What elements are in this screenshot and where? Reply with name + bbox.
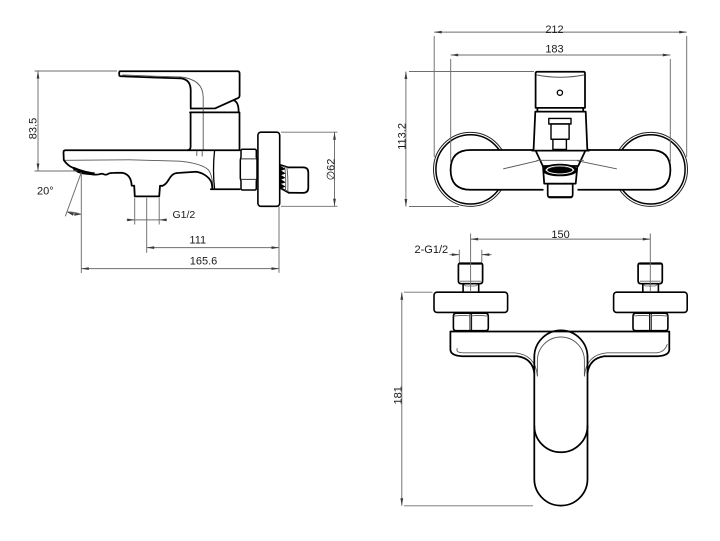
svg-text:183: 183 bbox=[545, 43, 563, 55]
svg-text:G1/2: G1/2 bbox=[173, 209, 196, 221]
svg-text:212: 212 bbox=[545, 24, 563, 36]
svg-text:150: 150 bbox=[551, 229, 569, 241]
svg-text:83.5: 83.5 bbox=[28, 118, 40, 139]
svg-text:113.2: 113.2 bbox=[397, 123, 409, 150]
svg-text:20°: 20° bbox=[37, 186, 54, 198]
svg-text:165.6: 165.6 bbox=[190, 255, 218, 267]
svg-text:2-G1/2: 2-G1/2 bbox=[415, 244, 449, 256]
svg-text:181: 181 bbox=[393, 386, 405, 404]
svg-text:111: 111 bbox=[189, 234, 206, 246]
svg-text:∅62: ∅62 bbox=[326, 159, 338, 181]
